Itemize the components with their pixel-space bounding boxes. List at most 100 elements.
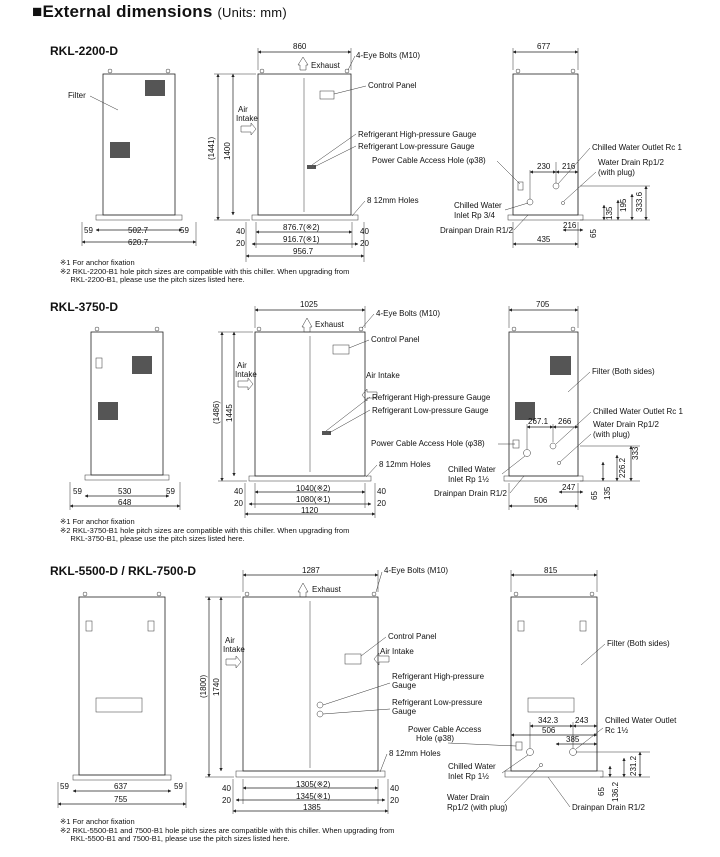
dim-2200-135: 135 xyxy=(605,206,614,220)
label-5500-water-drain-1: Water Drain xyxy=(447,793,489,802)
dim-5500-65: 65 xyxy=(597,787,606,796)
side-view-5500 xyxy=(504,591,604,778)
dim-5500-59-left: 59 xyxy=(60,782,69,791)
dim-2200-65: 65 xyxy=(589,229,598,238)
label-3750-exhaust: Exhaust xyxy=(315,320,345,329)
dim-5500-1800: (1800) xyxy=(199,675,208,698)
label-3750-power-cable: Power Cable Access Hole (φ38) xyxy=(371,439,485,448)
label-2200-control-panel: Control Panel xyxy=(368,81,417,90)
label-5500-gauge-low-1: Refrigerant Low-pressure xyxy=(392,698,483,707)
dim-3750-1486: (1486) xyxy=(212,401,221,424)
dim-5500-1345: 1345(※1) xyxy=(296,792,331,801)
dim-3750-20-left: 20 xyxy=(234,499,243,508)
dim-2200-1400: 1400 xyxy=(223,142,232,160)
dim-3750-59-left: 59 xyxy=(73,487,82,496)
title-text: External dimensions xyxy=(42,2,213,21)
label-5500-air: Air xyxy=(225,636,235,645)
label-3750-chilled-inlet-1: Chilled Water xyxy=(448,465,496,474)
notes-rkl-5500: ※1 For anchor fixation ※2 RKL-5500-B1 an… xyxy=(60,817,395,843)
model-heading-rkl-3750: RKL-3750-D xyxy=(50,300,119,314)
label-5500-gauge-high-1: Refrigerant High-pressure xyxy=(392,672,485,681)
dim-3750-247: 247 xyxy=(562,483,576,492)
dim-5500-1287: 1287 xyxy=(302,566,320,575)
label-5500-control-panel: Control Panel xyxy=(388,632,437,641)
label-5500-chilled-outlet-2: Rc 1½ xyxy=(605,726,628,735)
dim-2200-195: 195 xyxy=(619,198,628,212)
label-2200-chilled-outlet: Chilled Water Outlet Rc 1 xyxy=(592,143,683,152)
section-rkl-5500: 59 637 59 755 1287 Exhaust 4-Eye Bolts (… xyxy=(57,566,677,814)
label-3750-holes: 8 12mm Holes xyxy=(379,460,431,469)
label-3750-water-drain-2: (with plug) xyxy=(593,430,630,439)
dim-3750-59-right: 59 xyxy=(166,487,175,496)
front-view-5500 xyxy=(225,582,390,778)
dim-2200-333-6: 333.6 xyxy=(635,191,644,212)
dim-2200-230: 230 xyxy=(537,162,551,171)
dim-5500-755: 755 xyxy=(114,795,128,804)
label-3750-water-drain-1: Water Drain Rp1/2 xyxy=(593,420,660,429)
label-5500-eye-bolts: 4-Eye Bolts (M10) xyxy=(384,566,448,575)
model-heading-rkl-2200: RKL-2200-D xyxy=(50,44,119,58)
dim-2200-435: 435 xyxy=(537,235,551,244)
dim-3750-1445: 1445 xyxy=(225,404,234,422)
dim-2200-502-7: 502.7 xyxy=(128,226,149,235)
dim-3750-648: 648 xyxy=(118,498,132,507)
model-heading-rkl-5500-7500: RKL-5500-D / RKL-7500-D xyxy=(50,564,197,578)
label-5500-air-intake-side: Air Intake xyxy=(380,647,414,656)
dim-2200-59-left: 59 xyxy=(84,226,93,235)
dim-5500-231-2: 231.2 xyxy=(629,755,638,776)
dim-2200-620-7: 620.7 xyxy=(128,238,149,247)
dim-3750-333: 333 xyxy=(631,446,640,460)
label-5500-gauge-low-2: Gauge xyxy=(392,707,417,716)
label-2200-eye-bolts: 4-Eye Bolts (M10) xyxy=(356,51,420,60)
dim-3750-40-left: 40 xyxy=(234,487,243,496)
label-5500-filter-both: Filter (Both sides) xyxy=(607,639,670,648)
front-view-2200 xyxy=(240,56,359,221)
label-5500-gauge-high-2: Gauge xyxy=(392,681,417,690)
dim-5500-20-left: 20 xyxy=(222,796,231,805)
dim-3750-135: 135 xyxy=(603,486,612,500)
dim-3750-226-2: 226.2 xyxy=(618,457,627,478)
label-3750-chilled-inlet-2: Inlet Rp 1½ xyxy=(448,475,489,484)
left-view-3750 xyxy=(84,326,170,481)
label-filter: Filter xyxy=(68,91,86,100)
dim-3750-1120: 1120 xyxy=(301,506,319,515)
dim-3750-1025: 1025 xyxy=(300,300,318,309)
label-5500-drainpan: Drainpan Drain R1/2 xyxy=(572,803,645,812)
label-5500-chilled-outlet-1: Chilled Water Outlet xyxy=(605,716,677,725)
label-2200-intake: Intake xyxy=(236,114,258,123)
dim-5500-1385: 1385 xyxy=(303,803,321,812)
dim-5500-342-3: 342.3 xyxy=(538,716,559,725)
dim-3750-530: 530 xyxy=(118,487,132,496)
label-3750-air-intake-side: Air Intake xyxy=(366,371,400,380)
label-5500-power-cable-1: Power Cable Access xyxy=(408,725,481,734)
dim-2200-876-7: 876.7(※2) xyxy=(283,223,320,232)
dim-3750-267-1: 267.1 xyxy=(528,417,549,426)
label-5500-exhaust: Exhaust xyxy=(312,585,342,594)
left-view-5500 xyxy=(72,591,172,781)
label-5500-chilled-inlet-2: Inlet Rp 1½ xyxy=(448,772,489,781)
dim-2200-20-left: 20 xyxy=(236,239,245,248)
dim-3750-266: 266 xyxy=(558,417,572,426)
side-view-2200 xyxy=(507,68,584,221)
page-title: ■External dimensions (Units: mm) xyxy=(32,2,287,22)
label-2200-exhaust: Exhaust xyxy=(311,61,341,70)
label-5500-holes: 8 12mm Holes xyxy=(389,749,441,758)
dim-2200-1441: (1441) xyxy=(207,137,216,160)
dim-2200-20-right: 20 xyxy=(360,239,369,248)
dim-2200-677: 677 xyxy=(537,42,551,51)
label-3750-gauge-high: Refrigerant High-pressure Gauge xyxy=(372,393,491,402)
label-2200-chilled-inlet-1: Chilled Water xyxy=(454,201,502,210)
label-2200-water-drain-1: Water Drain Rp1/2 xyxy=(598,158,665,167)
dim-5500-637: 637 xyxy=(114,782,128,791)
label-2200-holes: 8 12mm Holes xyxy=(367,196,419,205)
notes-rkl-2200: ※1 For anchor fixation ※2 RKL-2200-B1 ho… xyxy=(60,258,350,284)
dim-3750-506: 506 xyxy=(534,496,548,505)
dim-2200-216-bottom: 216 xyxy=(563,221,577,230)
dim-2200-40-right: 40 xyxy=(360,227,369,236)
dim-2200-956-7: 956.7 xyxy=(293,247,314,256)
dim-3750-1080: 1080(※1) xyxy=(296,495,331,504)
label-5500-intake: Intake xyxy=(223,645,245,654)
label-2200-drainpan: Drainpan Drain R1/2 xyxy=(440,226,513,235)
dim-3750-705: 705 xyxy=(536,300,550,309)
label-2200-air: Air xyxy=(238,105,248,114)
